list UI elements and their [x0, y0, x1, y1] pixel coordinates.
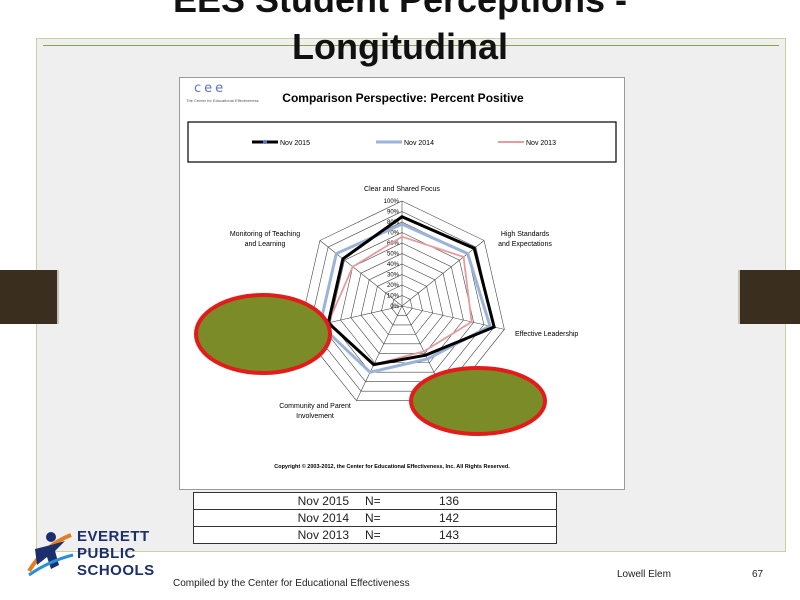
grid-ring: [350, 253, 454, 354]
year-cell: Nov 2015: [193, 492, 359, 510]
slide-title-line2: Longitudinal: [292, 26, 508, 67]
r-tick-label: 20%: [387, 283, 400, 289]
grid-ring: [340, 242, 464, 364]
grid-spoke: [299, 305, 403, 330]
respondent-table: Nov 2015 N= 136 Nov 2014 N= 142 Nov 2013…: [193, 492, 557, 544]
series-point: [462, 255, 465, 259]
series-line: [326, 215, 496, 367]
r-tick-label: 0%: [390, 304, 399, 310]
year-cell: Nov 2014: [193, 509, 359, 527]
grid-ring: [299, 200, 505, 401]
radial-tick-labels: 0%10%20%30%40%50%60%70%80%90%100%: [384, 199, 400, 310]
series-point: [426, 357, 429, 361]
series-point: [424, 353, 427, 357]
logo-line2: PUBLIC: [77, 545, 136, 562]
panel-accent-line: [43, 45, 779, 46]
radar-chart: cee The Center for Educational Effective…: [186, 81, 617, 470]
grid-ring: [391, 295, 413, 316]
year-cell: Nov 2013: [193, 526, 359, 544]
logo-line1: EVERETT: [77, 528, 150, 545]
grid-spoke: [319, 240, 403, 307]
r-tick-label: 40%: [387, 262, 400, 268]
left-side-tab: [0, 270, 59, 324]
page-number: 67: [752, 569, 764, 580]
r-tick-label: 50%: [387, 252, 400, 258]
legend-label: Nov 2014: [404, 140, 434, 147]
brand-logo: cee: [194, 81, 226, 96]
school-name: Lowell Elem: [617, 569, 671, 580]
series-point: [400, 222, 404, 226]
legend-label: Nov 2013: [526, 140, 556, 147]
series-line: [327, 235, 473, 366]
grid-ring: [309, 211, 495, 392]
table-row: Nov 2015 N= 136: [193, 492, 557, 510]
series-point: [327, 321, 330, 325]
legend: Nov 2015 Nov 2014 Nov 2013: [252, 140, 556, 147]
grid-ring: [360, 263, 444, 345]
series-point: [351, 265, 354, 268]
series-point: [492, 325, 496, 329]
everett-public-schools-logo: EVERETT PUBLIC SCHOOLS: [25, 525, 165, 585]
chart-frame: cee The Center for Educational Effective…: [179, 77, 625, 490]
radar-series: [318, 215, 496, 374]
slide-title-line1: EES Student Perceptions -: [0, 0, 800, 19]
grid-spoke: [401, 305, 505, 330]
series-point: [400, 215, 404, 218]
n-value-cell: 136: [435, 492, 557, 510]
grid-ring: [381, 284, 423, 326]
chart-title: Comparison Perspective: Percent Positive: [282, 91, 524, 105]
series-point: [368, 371, 372, 374]
radar-grid: [299, 200, 505, 401]
n-value-cell: 142: [435, 509, 557, 527]
n-label-cell: N=: [359, 526, 435, 544]
r-tick-label: 10%: [387, 294, 400, 300]
r-tick-label: 70%: [387, 231, 400, 237]
r-tick-label: 100%: [384, 199, 400, 205]
axis-label: Effective Leadership: [515, 331, 578, 338]
brand-tagline: The Center for Educational Effectiveness: [186, 98, 259, 103]
legend-marker: [263, 140, 267, 144]
n-label-cell: N=: [359, 492, 435, 510]
series-point: [466, 252, 469, 255]
series-point: [488, 324, 492, 328]
series-point: [341, 257, 345, 261]
series-point: [470, 320, 473, 324]
table-row: Nov 2014 N= 142: [193, 509, 557, 527]
compiled-by-footer: Compiled by the Center for Educational E…: [173, 578, 410, 589]
series-point: [473, 247, 476, 250]
grid-ring: [330, 232, 474, 373]
series-line: [318, 222, 492, 374]
n-label-cell: N=: [359, 509, 435, 527]
logo-figure-icon: [27, 532, 74, 577]
r-tick-label: 60%: [387, 241, 400, 247]
grid-spoke: [356, 305, 403, 401]
series-point: [422, 350, 426, 353]
r-tick-label: 30%: [387, 273, 400, 279]
axis-label: Clear and Shared Focus: [364, 186, 440, 193]
r-tick-label: 90%: [387, 210, 400, 216]
table-row: Nov 2013 N= 143: [193, 526, 557, 544]
legend-label: Nov 2015: [280, 140, 310, 147]
right-side-tab: [738, 270, 800, 324]
series-point: [318, 323, 322, 326]
chart-copyright: Copyright © 2003-2012, the Center for Ed…: [274, 463, 510, 470]
series-point: [400, 235, 404, 238]
grid-ring: [370, 274, 434, 335]
logo-line3: SCHOOLS: [77, 562, 155, 579]
n-value-cell: 143: [435, 526, 557, 544]
grid-spoke: [401, 240, 485, 307]
series-point: [335, 252, 338, 255]
series-point: [372, 363, 375, 366]
